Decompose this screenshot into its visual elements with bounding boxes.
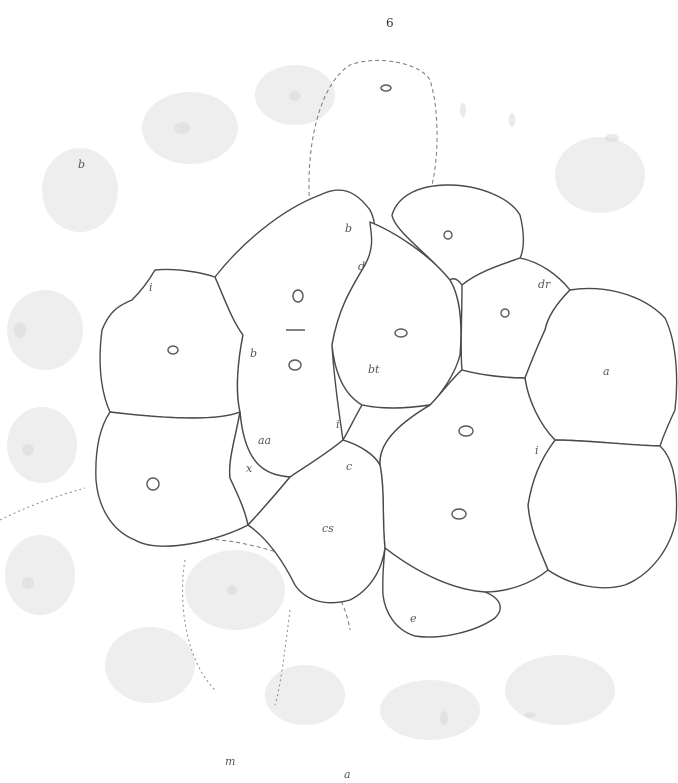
label-cs: cs <box>322 522 334 535</box>
label-bt: bt <box>368 363 380 376</box>
blurred-nucleus <box>22 444 34 456</box>
blurred-nucleus <box>605 134 619 142</box>
blurred-nucleus <box>509 113 515 127</box>
label-x: x <box>246 462 253 475</box>
label-a: a <box>603 365 610 378</box>
label-i3: i <box>535 444 539 457</box>
label-aa: aa <box>258 434 271 447</box>
label-top-left: b <box>78 158 85 171</box>
cells <box>96 185 677 637</box>
label-b2: b <box>250 347 257 360</box>
blurred-nucleus <box>289 91 301 101</box>
cell-left-lower <box>96 412 248 546</box>
label-bottom-a: a <box>344 768 351 781</box>
label-e: e <box>410 612 417 625</box>
label-i: i <box>149 281 153 294</box>
blurred-nucleus <box>174 122 190 134</box>
cell-right-lower <box>528 440 677 588</box>
blurred-nucleus <box>22 577 34 589</box>
nucleus <box>381 85 391 91</box>
label-b: b <box>345 222 352 235</box>
page-number: 6 <box>386 16 394 30</box>
blurred-nucleus <box>440 711 448 725</box>
label-d: d <box>358 260 365 273</box>
blurred-nucleus <box>227 585 237 595</box>
label-i2: i <box>336 418 340 431</box>
blurred-nucleus <box>14 322 26 338</box>
blurred-nucleus <box>460 103 466 117</box>
label-bottom-m: m <box>225 755 235 768</box>
blurred-nucleus <box>524 712 536 718</box>
label-dr: dr <box>538 278 551 291</box>
label-c: c <box>346 460 352 473</box>
